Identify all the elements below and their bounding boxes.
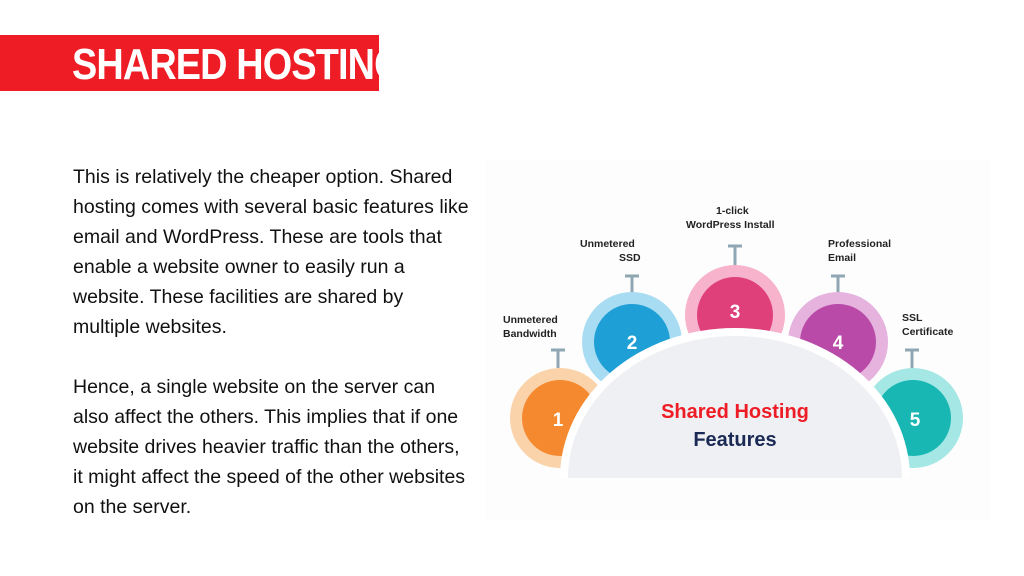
feature-5-number: 5 (910, 410, 921, 431)
feature-2-label-line2: SSD (619, 252, 641, 264)
feature-1-label-line2: Bandwidth (503, 328, 557, 340)
feature-5-label-line1: SSL (902, 312, 923, 324)
feature-5-label-line2: Certificate (902, 326, 954, 338)
features-infographic: 1 2 3 4 5 Shared Hosting Featur (485, 160, 990, 520)
center-title-line1: Shared Hosting (661, 401, 809, 423)
feature-3-label-line2: WordPress Install (686, 219, 775, 231)
feature-1-label-line1: Unmetered (503, 314, 558, 326)
center-dome (568, 336, 902, 478)
feature-3-label-line1: 1-click (716, 205, 749, 217)
connectors (551, 244, 919, 368)
feature-3-number: 3 (730, 302, 741, 323)
center-title-line2: Features (693, 429, 776, 451)
feature-2-label-line1: Unmetered (580, 238, 635, 250)
title-banner: SHARED HOSTING (0, 35, 404, 91)
page-title: SHARED HOSTING (72, 40, 404, 89)
feature-2-number: 2 (627, 333, 638, 354)
feature-1-number: 1 (553, 410, 564, 431)
paragraph-2: Hence, a single website on the server ca… (73, 376, 466, 518)
body-text: This is relatively the cheaper option. S… (73, 162, 473, 522)
feature-4-label-line2: Email (828, 252, 856, 264)
feature-4-label-line1: Professional (828, 238, 891, 250)
paragraph-1: This is relatively the cheaper option. S… (73, 166, 469, 338)
feature-4-number: 4 (833, 333, 844, 354)
infographic-svg: 1 2 3 4 5 Shared Hosting Featur (503, 205, 963, 478)
